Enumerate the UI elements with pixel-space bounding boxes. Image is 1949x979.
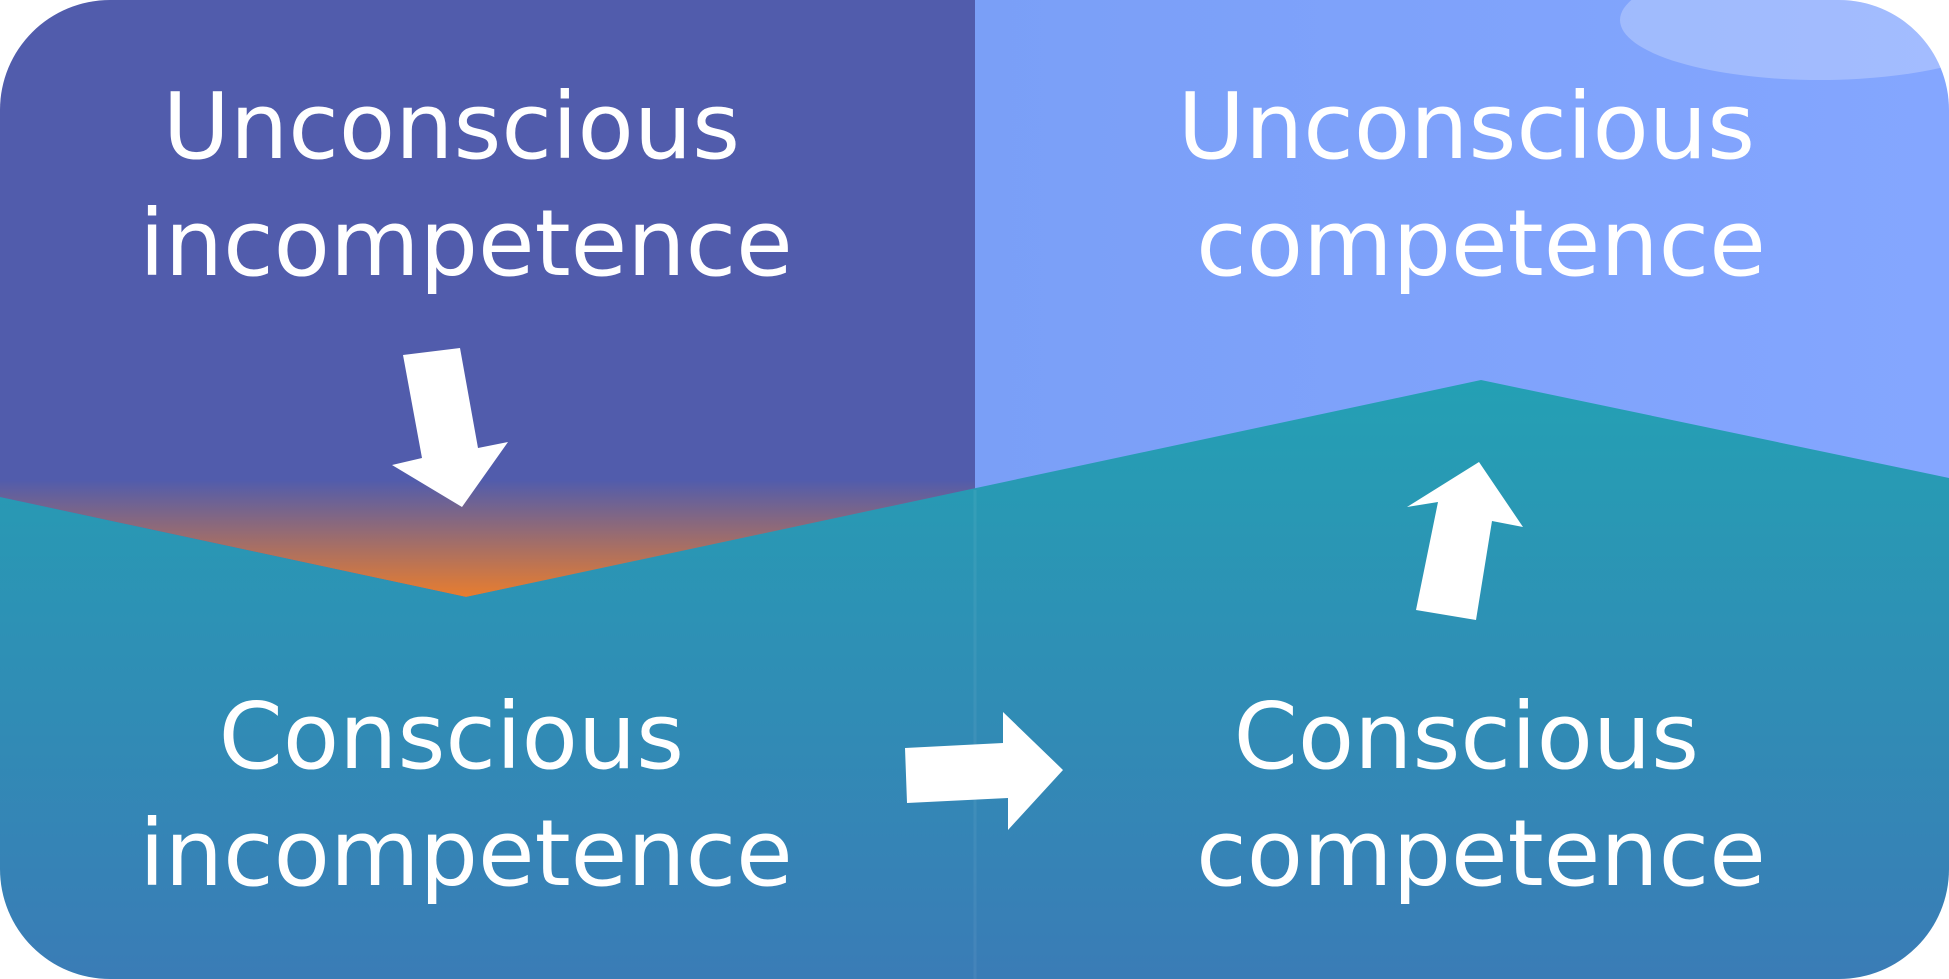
label-cc-line2: competence <box>1196 800 1766 907</box>
label-uc-line2: competence <box>1196 190 1766 297</box>
label-conscious-competence: Conscious competence <box>1196 683 1766 907</box>
arrow-right-icon <box>905 712 1063 830</box>
label-conscious-incompetence: Conscious incompetence <box>139 683 793 907</box>
corner-highlight <box>1620 0 1949 80</box>
label-uc-line1: Unconscious <box>1178 73 1755 180</box>
label-unconscious-incompetence: Unconscious incompetence <box>139 73 793 297</box>
label-uic-line1: Unconscious <box>163 73 740 180</box>
arrow-up-icon <box>1407 462 1523 620</box>
label-unconscious-competence: Unconscious competence <box>1178 73 1785 297</box>
label-ci-line1: Conscious <box>219 683 684 790</box>
arrow-down-icon <box>392 348 508 507</box>
label-cc-line1: Conscious <box>1234 683 1699 790</box>
label-uic-line2: incompetence <box>139 190 793 297</box>
dip-glow <box>0 480 975 597</box>
label-ci-line2: incompetence <box>139 800 793 907</box>
